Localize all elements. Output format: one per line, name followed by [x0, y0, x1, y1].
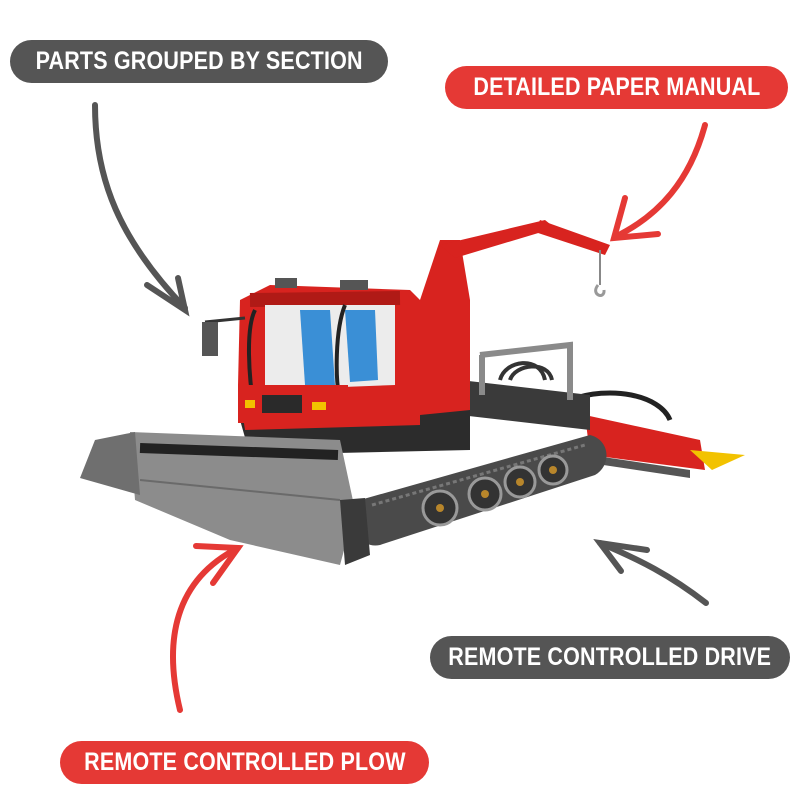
callout-label: DETAILED PAPER MANUAL [472, 73, 761, 101]
rear-deck [460, 341, 590, 430]
rear-tiller [569, 390, 745, 478]
arrow-icon-manual [609, 122, 708, 242]
callout-detailed-paper-manual: DETAILED PAPER MANUAL [445, 66, 788, 109]
arrow-icon-parts [92, 102, 190, 317]
callout-remote-controlled-plow: REMOTE CONTROLLED PLOW [60, 741, 429, 784]
arrow-icon-plow [170, 543, 244, 713]
cab [202, 278, 420, 430]
callout-label: REMOTE CONTROLLED PLOW [83, 748, 406, 776]
callout-label: REMOTE CONTROLLED DRIVE [448, 643, 772, 671]
crane-arm [420, 220, 610, 415]
callout-parts-grouped-by-section: PARTS GROUPED BY SECTION [10, 40, 388, 83]
callout-remote-controlled-drive: REMOTE CONTROLLED DRIVE [430, 636, 790, 679]
callout-label: PARTS GROUPED BY SECTION [35, 47, 363, 75]
front-plow [80, 432, 370, 565]
track-assembly [352, 435, 607, 546]
arrow-icon-drive [593, 538, 709, 606]
